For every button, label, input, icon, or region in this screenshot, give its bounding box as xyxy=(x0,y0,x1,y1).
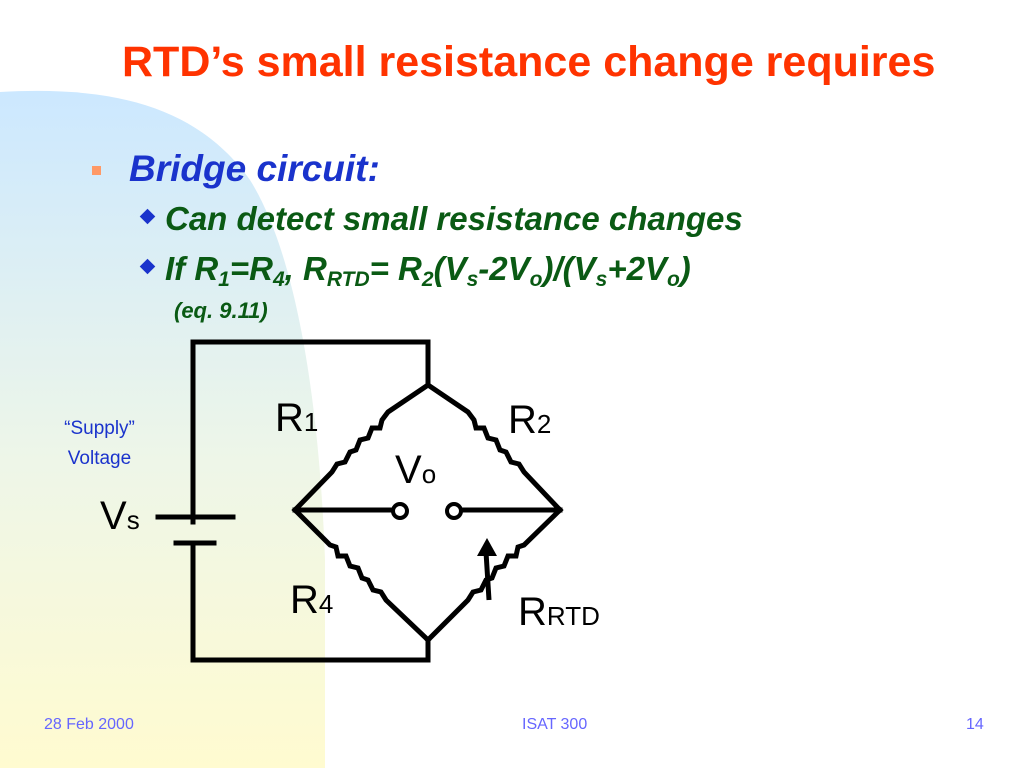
sub-bullet-detect: Can detect small resistance changes xyxy=(139,200,743,238)
rrtd-label: RRTD xyxy=(518,590,600,634)
sub-bullet-equation: If R1=R4, RRTD= R2(Vs-2Vo)/(Vs+2Vo) xyxy=(139,250,691,292)
r2-label: R2 xyxy=(508,398,552,442)
supply-wire-top xyxy=(190,339,431,525)
footer-date: 28 Feb 2000 xyxy=(44,716,134,733)
equation-reference: (eq. 9.11) xyxy=(174,298,268,323)
vo-terminal-left xyxy=(391,502,409,520)
vo-label: Vo xyxy=(395,448,437,492)
r4-resistor xyxy=(291,506,432,644)
supply-wire-bottom xyxy=(190,542,431,663)
vo-terminal-right xyxy=(445,502,463,520)
r1-label: R1 xyxy=(275,396,319,440)
variable-arrow-shaft xyxy=(483,551,492,601)
footer-course: ISAT 300 xyxy=(522,716,588,733)
rrtd-resistor xyxy=(424,506,564,644)
bullet-bridge-circuit: Bridge circuit: xyxy=(92,148,380,190)
variable-arrow-head-icon xyxy=(477,538,497,556)
vs-label: Vs xyxy=(100,494,140,538)
square-bullet-icon xyxy=(92,166,101,175)
sub-bullet-text: Can detect small resistance changes xyxy=(165,200,743,237)
bullet-text: Bridge circuit: xyxy=(129,148,380,189)
r2-resistor xyxy=(424,381,564,514)
equation-text: If R1=R4, RRTD= R2(Vs-2Vo)/(Vs+2Vo) xyxy=(165,250,691,291)
r1-resistor xyxy=(291,381,432,514)
r4-label: R4 xyxy=(290,578,334,622)
slide-title: RTD’s small resistance change requires xyxy=(122,38,936,86)
footer-page-number: 14 xyxy=(966,716,984,733)
supply-voltage-label: “Supply” Voltage xyxy=(64,418,135,469)
